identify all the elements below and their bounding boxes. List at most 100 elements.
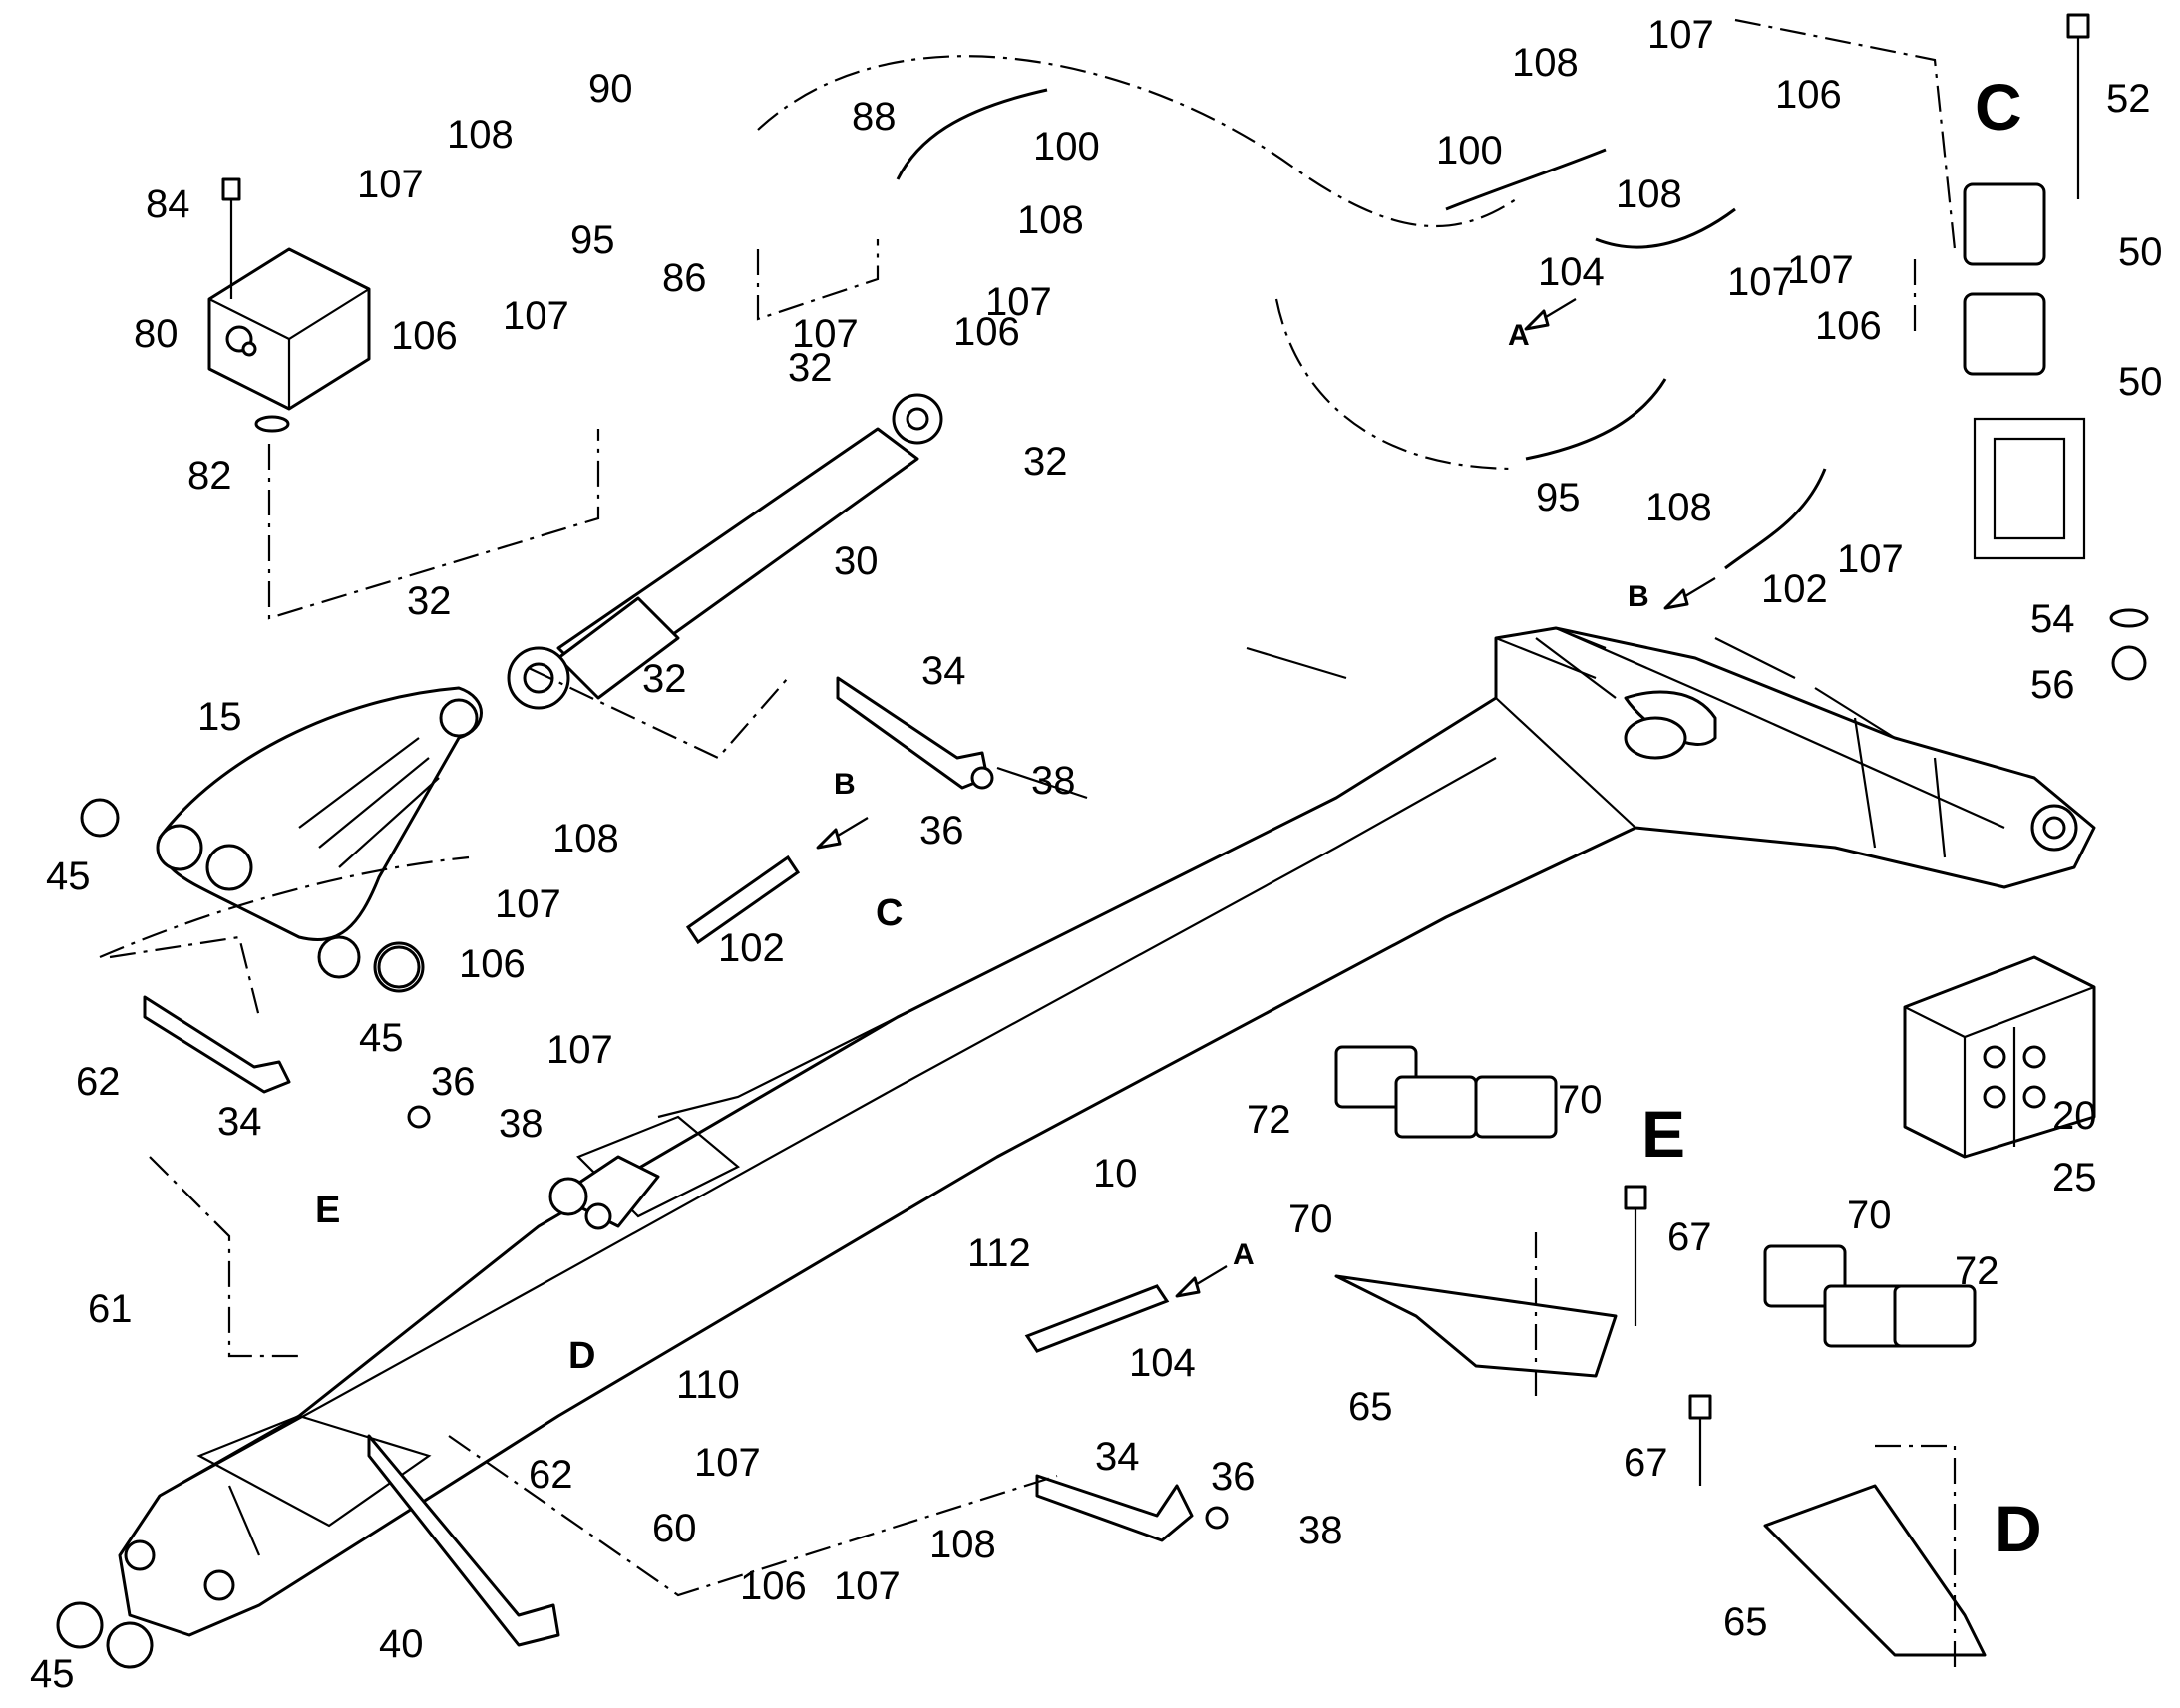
label-50: 50 bbox=[2118, 230, 2163, 274]
label-25: 25 bbox=[2052, 1156, 2097, 1199]
label-100: 100 bbox=[1033, 125, 1100, 169]
valve-block-20 bbox=[1903, 955, 2096, 1159]
label-45: 45 bbox=[359, 1016, 404, 1060]
label-106: 106 bbox=[1815, 304, 1882, 348]
label-82: 82 bbox=[187, 454, 232, 498]
label-60: 60 bbox=[652, 1507, 697, 1550]
label-106: 106 bbox=[459, 942, 526, 986]
label-86: 86 bbox=[662, 256, 707, 300]
label-70: 70 bbox=[1558, 1078, 1603, 1122]
label-45: 45 bbox=[46, 854, 91, 898]
label-32: 32 bbox=[407, 579, 452, 623]
arrow-letter-b: B bbox=[834, 768, 856, 801]
view-letter-e-on-boom: E bbox=[315, 1190, 340, 1231]
clamp-blocks-d bbox=[1688, 1244, 1987, 1657]
label-72: 72 bbox=[1955, 1249, 1999, 1293]
label-32: 32 bbox=[1023, 440, 1068, 484]
label-107: 107 bbox=[1787, 248, 1854, 292]
view-letter-e: E bbox=[1641, 1097, 1685, 1171]
label-65: 65 bbox=[1348, 1385, 1393, 1429]
label-70: 70 bbox=[1288, 1197, 1333, 1241]
label-38: 38 bbox=[1031, 759, 1076, 803]
label-36: 36 bbox=[1211, 1455, 1256, 1499]
label-102: 102 bbox=[1761, 567, 1828, 611]
label-15: 15 bbox=[197, 695, 242, 739]
label-108: 108 bbox=[1017, 198, 1084, 242]
pins-and-hoses bbox=[56, 88, 1827, 1669]
label-67: 67 bbox=[1667, 1215, 1712, 1259]
valve-block bbox=[207, 177, 371, 433]
view-letter-c: C bbox=[1975, 70, 2022, 144]
label-108: 108 bbox=[552, 817, 619, 860]
boom-assembly bbox=[118, 626, 2096, 1637]
label-45: 45 bbox=[30, 1652, 75, 1696]
label-107: 107 bbox=[834, 1564, 901, 1608]
label-107: 107 bbox=[546, 1028, 613, 1072]
label-62: 62 bbox=[76, 1060, 121, 1104]
flow-arrows: A B B A bbox=[816, 298, 1716, 1298]
label-34: 34 bbox=[217, 1100, 262, 1144]
label-106: 106 bbox=[953, 310, 1020, 354]
label-90: 90 bbox=[588, 67, 633, 111]
label-38: 38 bbox=[499, 1102, 544, 1146]
label-107: 107 bbox=[357, 163, 424, 206]
label-107: 107 bbox=[985, 280, 1052, 324]
label-72: 72 bbox=[1247, 1098, 1291, 1142]
arrow-letter-a: A bbox=[1233, 1238, 1255, 1271]
label-110: 110 bbox=[676, 1363, 740, 1407]
label-104: 104 bbox=[1538, 250, 1605, 294]
label-112: 112 bbox=[967, 1231, 1031, 1275]
label-100: 100 bbox=[1436, 129, 1503, 172]
leader-lines bbox=[99, 18, 1957, 1675]
label-108: 108 bbox=[1512, 41, 1579, 85]
arrow-letter-a: A bbox=[1508, 319, 1530, 352]
view-letters: C E D C E D bbox=[315, 70, 2042, 1565]
label-32: 32 bbox=[642, 657, 687, 701]
label-107: 107 bbox=[1647, 13, 1714, 57]
label-52: 52 bbox=[2106, 77, 2151, 121]
label-106: 106 bbox=[1775, 73, 1842, 117]
label-102: 102 bbox=[718, 926, 785, 970]
label-70: 70 bbox=[1847, 1194, 1892, 1237]
pipe-clamp-detail-c bbox=[1963, 13, 2149, 681]
label-50: 50 bbox=[2118, 360, 2163, 404]
view-letter-d: D bbox=[1995, 1492, 2042, 1565]
label-80: 80 bbox=[134, 312, 179, 356]
label-34: 34 bbox=[921, 649, 966, 693]
label-56: 56 bbox=[2030, 663, 2075, 707]
label-62: 62 bbox=[529, 1453, 573, 1497]
view-letter-c-on-boom: C bbox=[876, 892, 903, 934]
hydraulic-cylinder bbox=[507, 393, 943, 710]
label-104: 104 bbox=[1129, 1341, 1196, 1385]
label-61: 61 bbox=[88, 1287, 133, 1331]
label-107: 107 bbox=[1727, 260, 1794, 304]
label-38: 38 bbox=[1298, 1509, 1343, 1552]
label-34: 34 bbox=[1095, 1435, 1140, 1479]
label-65: 65 bbox=[1723, 1600, 1768, 1644]
label-10: 10 bbox=[1093, 1152, 1138, 1196]
label-95: 95 bbox=[1536, 476, 1581, 519]
view-letter-d-on-boom: D bbox=[568, 1335, 595, 1377]
label-84: 84 bbox=[146, 182, 190, 226]
arrow-letter-b: B bbox=[1628, 580, 1649, 613]
label-107: 107 bbox=[495, 882, 561, 926]
label-67: 67 bbox=[1624, 1441, 1668, 1485]
label-95: 95 bbox=[570, 218, 615, 262]
label-108: 108 bbox=[447, 113, 514, 157]
clamp-blocks-e bbox=[1334, 1045, 1647, 1378]
part-number-labels: 84 80 82 106 107 107 108 95 90 88 86 100… bbox=[30, 13, 2163, 1696]
label-106: 106 bbox=[391, 314, 458, 358]
label-106: 106 bbox=[740, 1564, 807, 1608]
label-20: 20 bbox=[2052, 1094, 2097, 1138]
label-108: 108 bbox=[1645, 486, 1712, 529]
label-36: 36 bbox=[919, 809, 964, 853]
label-36: 36 bbox=[431, 1060, 476, 1104]
label-107: 107 bbox=[1837, 537, 1904, 581]
label-108: 108 bbox=[1616, 172, 1682, 216]
label-108: 108 bbox=[929, 1523, 996, 1566]
label-40: 40 bbox=[379, 1622, 424, 1666]
label-107: 107 bbox=[694, 1441, 761, 1485]
label-107: 107 bbox=[792, 312, 859, 356]
label-30: 30 bbox=[834, 539, 879, 583]
